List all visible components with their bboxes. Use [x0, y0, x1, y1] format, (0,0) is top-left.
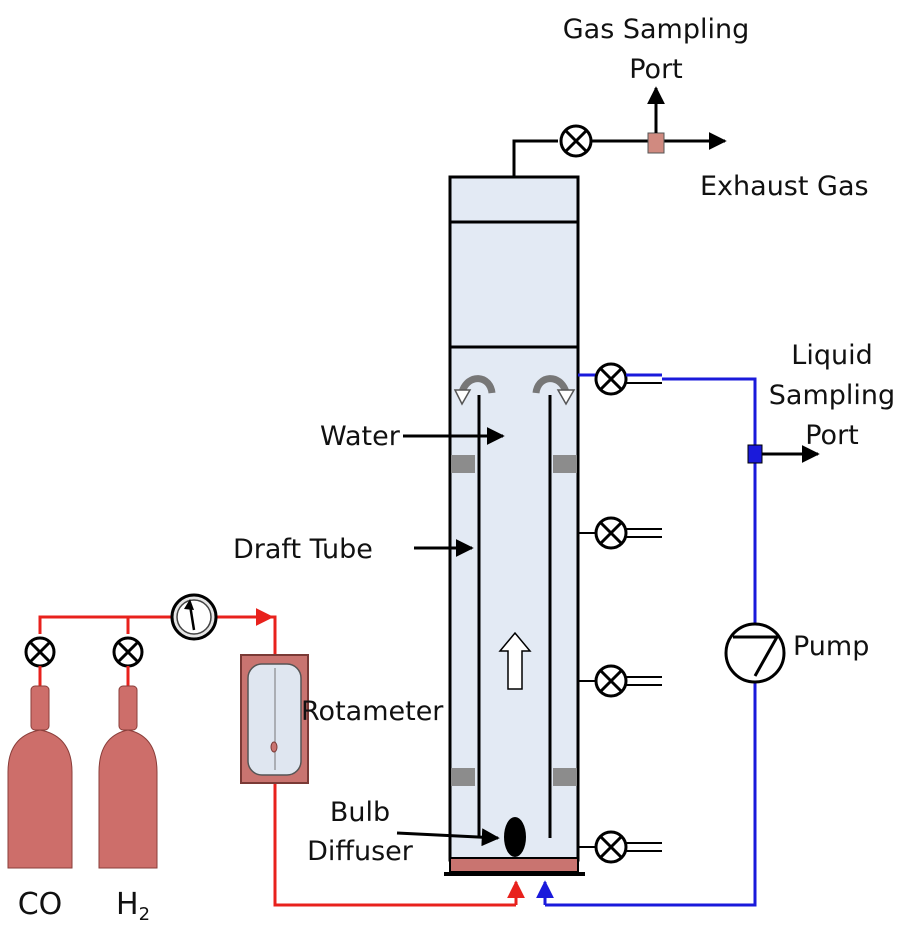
pump-label: Pump — [793, 631, 869, 662]
valve-icon[interactable] — [578, 830, 662, 864]
gas-sampling-port[interactable] — [647, 132, 665, 154]
co-cylinder-label: CO — [18, 887, 63, 922]
bulb-diffuser — [504, 817, 526, 857]
reactor-column — [444, 175, 585, 876]
exhaust-gas-label: Exhaust Gas — [700, 171, 869, 202]
flow-arrow-icon — [498, 631, 532, 690]
pump-icon[interactable] — [724, 622, 786, 684]
liquid-sampling-port[interactable] — [747, 444, 763, 464]
gas-cylinder-icon — [7, 685, 73, 869]
side-ports — [578, 362, 662, 864]
exhaust-line — [512, 86, 727, 177]
spacer-ring — [553, 768, 577, 786]
valve-icon[interactable] — [578, 664, 662, 698]
h2-subscript: 2 — [139, 904, 150, 925]
valve-icon[interactable] — [112, 636, 144, 668]
diffuser-pointer-arrow — [396, 828, 500, 847]
reactor-headspace — [448, 175, 580, 349]
liquid-recirculation-loop — [536, 377, 820, 907]
rotameter-label: Rotameter — [301, 696, 444, 727]
circulation-arrow-right — [532, 375, 576, 406]
valve-icon[interactable] — [24, 636, 56, 668]
bulb-diffuser-label: Diffuser — [307, 836, 414, 867]
pressure-gauge-icon[interactable] — [170, 593, 218, 641]
rotameter[interactable] — [240, 654, 309, 784]
h2-cylinder-label: H2 — [116, 887, 150, 925]
liquid-sampling-port-label: Sampling — [769, 380, 895, 411]
liquid-sampling-port-label: Liquid — [791, 340, 872, 371]
gas-cylinder-icon — [98, 685, 158, 869]
valve-icon[interactable] — [559, 124, 593, 158]
gas-sampling-port-label: Port — [629, 54, 683, 85]
spacer-ring — [451, 768, 475, 786]
spacer-ring — [451, 455, 475, 473]
spacer-ring — [553, 455, 577, 473]
h2-main: H — [116, 887, 139, 922]
liquid-sampling-port-label: Port — [805, 420, 859, 451]
gas-sampling-port-label: Gas Sampling — [563, 14, 750, 45]
circulation-arrow-left — [453, 375, 496, 406]
valve-icon[interactable] — [578, 516, 662, 550]
valve-icon[interactable] — [578, 362, 662, 396]
gas-supply-line — [24, 593, 525, 907]
draft-tube-label: Draft Tube — [233, 534, 373, 565]
water-label: Water — [320, 421, 401, 452]
reactor-base-plate — [449, 857, 579, 873]
bulb-diffuser-label: Bulb — [330, 797, 390, 828]
